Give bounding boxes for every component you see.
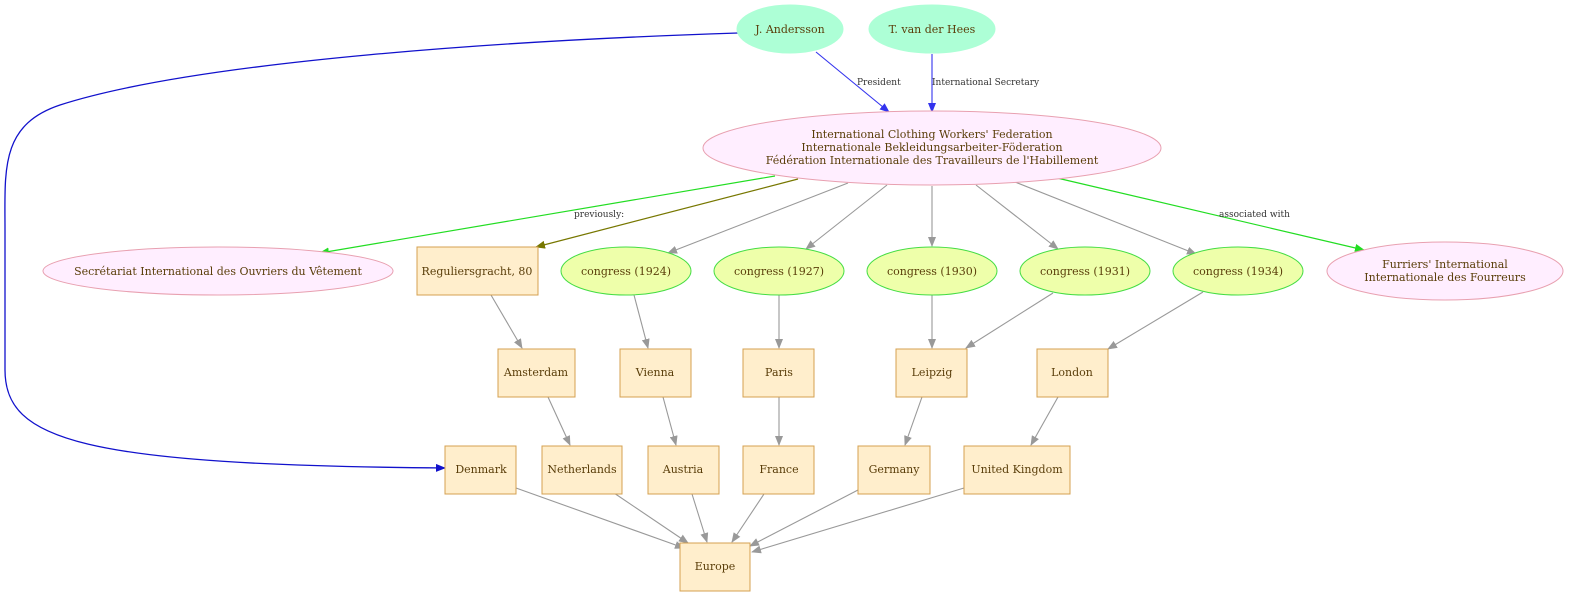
edge-label-president: President: [857, 78, 901, 88]
edge-amsterdam-netherlands: [547, 396, 571, 446]
node-vienna[interactable]: Vienna: [619, 348, 692, 398]
node-netherlands[interactable]: Netherlands: [541, 445, 623, 495]
node-label: congress (1927): [734, 265, 824, 278]
edge-leipzig-germany: [904, 396, 923, 446]
edge-label-intl-secretary: International Secretary: [932, 78, 1040, 88]
node-congress-1924[interactable]: congress (1924): [560, 246, 692, 296]
node-icwf[interactable]: International Clothing Workers' Federati…: [702, 110, 1162, 186]
node-label: T. van der Hees: [889, 23, 976, 36]
node-congress-1931[interactable]: congress (1931): [1019, 246, 1151, 296]
edge-reguliersgracht-amsterdam: [490, 294, 523, 349]
edge-denmark-europe: [515, 487, 685, 549]
edge-icwf-furriers: [1056, 177, 1365, 252]
node-label: Secrétariat International des Ouvriers d…: [74, 265, 362, 278]
node-congress-1927[interactable]: congress (1927): [713, 246, 845, 296]
edge-icwf-c1924: [667, 182, 849, 254]
edge-label-previously: previously:: [574, 210, 624, 220]
node-furriers[interactable]: Furriers' International Internationale d…: [1326, 241, 1564, 301]
nodes: J. Andersson T. van der Hees Internation…: [42, 4, 1564, 592]
edge-c1934-london: [1107, 291, 1204, 350]
node-amsterdam[interactable]: Amsterdam: [497, 348, 576, 398]
edge-c1931-leipzig: [965, 292, 1054, 349]
node-leipzig[interactable]: Leipzig: [895, 348, 968, 398]
node-label: Paris: [765, 366, 793, 379]
node-label: Leipzig: [912, 366, 953, 379]
node-label-line-2: Internationale Bekleidungsarbeiter-Föder…: [801, 141, 1062, 154]
node-reguliersgracht[interactable]: Reguliersgracht, 80: [416, 246, 539, 296]
node-label: congress (1934): [1193, 265, 1283, 278]
node-label: Netherlands: [547, 463, 617, 476]
node-label: Amsterdam: [503, 366, 569, 379]
node-label: J. Andersson: [754, 23, 824, 36]
edge-c1924-vienna: [633, 294, 650, 349]
node-uk[interactable]: United Kingdom: [963, 445, 1071, 495]
edge-icwf-c1931: [975, 184, 1059, 250]
edge-president: [815, 51, 890, 113]
node-label: Denmark: [455, 463, 507, 476]
edge-icwf-c1934: [1014, 181, 1197, 255]
edges: President International Secretary previo…: [4, 32, 1365, 554]
node-austria[interactable]: Austria: [647, 445, 720, 495]
node-label-line-1: Furriers' International: [1382, 258, 1508, 271]
node-label: France: [759, 463, 798, 476]
node-paris[interactable]: Paris: [742, 348, 815, 398]
edge-austria-europe: [691, 493, 709, 543]
edge-icwf-secretariat: [319, 175, 776, 256]
node-denmark[interactable]: Denmark: [444, 445, 517, 495]
node-london[interactable]: London: [1036, 348, 1109, 398]
node-congress-1930[interactable]: congress (1930): [866, 246, 998, 296]
node-label: London: [1051, 366, 1093, 379]
edge-icwf-reguliersgracht: [535, 178, 799, 249]
node-label: United Kingdom: [971, 463, 1063, 476]
edge-netherlands-europe: [613, 492, 689, 544]
edge-icwf-c1927: [805, 184, 888, 250]
edge-france-europe: [731, 493, 765, 543]
node-france[interactable]: France: [742, 445, 815, 495]
edge-label-associated-with: associated with: [1219, 210, 1290, 220]
node-label: congress (1930): [887, 265, 977, 278]
edge-uk-europe: [751, 487, 965, 554]
node-europe[interactable]: Europe: [679, 542, 751, 592]
node-label-line-2: Internationale des Fourreurs: [1364, 271, 1526, 284]
edge-london-uk: [1030, 396, 1059, 446]
edge-vienna-austria: [662, 396, 678, 446]
node-label: Europe: [695, 560, 736, 573]
edge-andersson-denmark: [4, 32, 739, 472]
node-andersson[interactable]: J. Andersson: [736, 4, 844, 54]
node-secretariat[interactable]: Secrétariat International des Ouvriers d…: [42, 246, 394, 296]
edge-germany-europe: [749, 489, 859, 547]
node-germany[interactable]: Germany: [857, 445, 931, 495]
node-label: Germany: [869, 463, 921, 476]
node-label-line-3: Fédération Internationale des Travailleu…: [766, 154, 1099, 167]
node-vanderhees[interactable]: T. van der Hees: [868, 4, 996, 54]
node-label: congress (1924): [581, 265, 671, 278]
node-label-line-1: International Clothing Workers' Federati…: [811, 128, 1052, 141]
node-label: congress (1931): [1040, 265, 1130, 278]
node-label: Vienna: [635, 366, 675, 379]
node-label: Reguliersgracht, 80: [422, 265, 533, 278]
node-label: Austria: [662, 463, 704, 476]
node-congress-1934[interactable]: congress (1934): [1172, 246, 1304, 296]
